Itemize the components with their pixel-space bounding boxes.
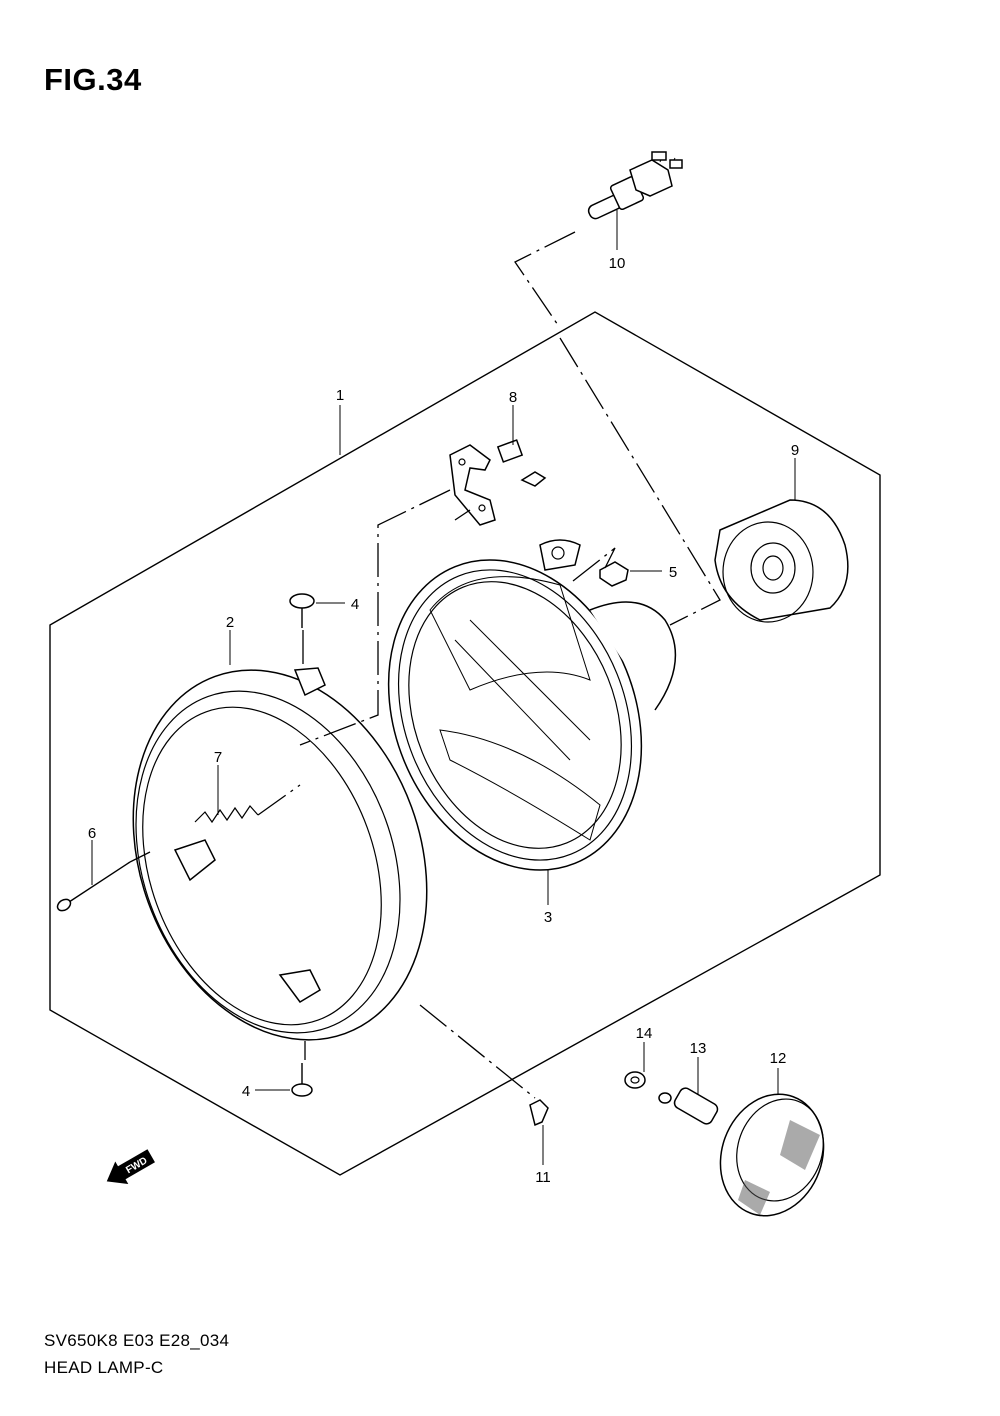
fwd-label: FWD <box>124 1155 149 1176</box>
assembly-lines <box>129 231 721 1099</box>
washer-part <box>624 1071 646 1089</box>
bulb-part <box>587 151 683 220</box>
callout-13: 13 <box>690 1040 707 1057</box>
callout-4-upper: 4 <box>351 596 359 613</box>
small-screw-part <box>529 1099 549 1127</box>
callout-4-lower: 4 <box>242 1083 250 1100</box>
callout-3: 3 <box>544 909 552 926</box>
callout-6: 6 <box>88 825 96 842</box>
callout-7: 7 <box>214 749 222 766</box>
callout-1: 1 <box>336 387 344 404</box>
callout-11: 11 <box>535 1169 551 1186</box>
figure-title: FIG.34 <box>44 62 142 97</box>
collar-part <box>658 1087 719 1125</box>
callout-9: 9 <box>791 442 799 459</box>
section-name: HEAD LAMP-C <box>44 1358 164 1377</box>
spring-part <box>194 805 259 824</box>
callout-5: 5 <box>669 564 677 581</box>
callout-10: 10 <box>609 255 626 272</box>
callout-8: 8 <box>509 389 517 406</box>
fwd-arrow-icon: FWD <box>106 1149 155 1185</box>
housing-part <box>714 499 849 623</box>
position-lamp-part <box>719 1093 825 1217</box>
nut-part <box>599 561 629 587</box>
assembly-outline <box>49 311 881 1176</box>
screw-part-lower <box>291 1063 313 1097</box>
leader-lines <box>91 210 796 1165</box>
callout-2: 2 <box>226 614 234 631</box>
rim-part <box>132 667 428 1041</box>
long-screw-part <box>56 861 131 912</box>
callout-12: 12 <box>770 1050 787 1067</box>
screw-part-upper <box>289 593 315 628</box>
callout-14: 14 <box>636 1025 653 1042</box>
model-code: SV650K8 E03 E28_034 <box>44 1331 230 1350</box>
head-lamp-unit-part <box>387 539 677 871</box>
bracket-part <box>449 439 547 526</box>
